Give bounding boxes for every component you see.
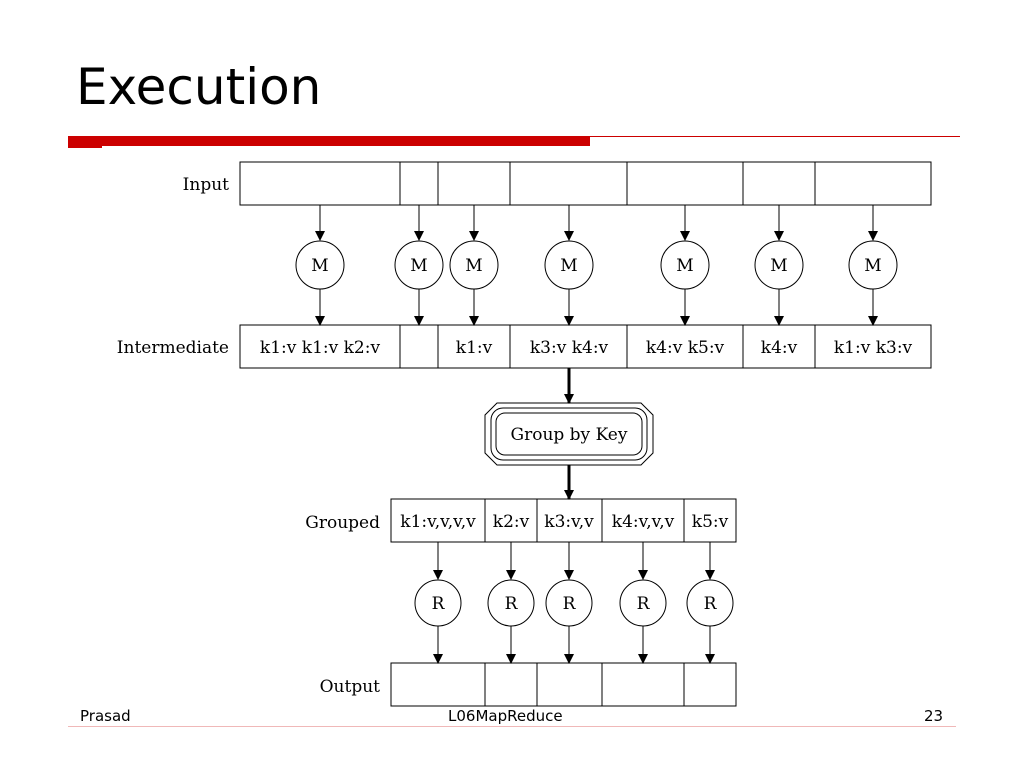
mapper-label: M bbox=[410, 256, 427, 276]
slide-title: Execution bbox=[76, 58, 322, 116]
intermediate-texts: k1:v k1:v k2:v k1:v k3:v k4:v k4:v k5:v … bbox=[260, 338, 913, 358]
footer-course: L06MapReduce bbox=[448, 707, 563, 725]
reducer-label: R bbox=[704, 594, 718, 614]
intermediate-cell-text: k1:v k1:v k2:v bbox=[260, 338, 381, 358]
intermediate-cell-text: k4:v bbox=[761, 338, 798, 358]
group-by-key-box bbox=[484, 402, 654, 466]
mapper-label: M bbox=[465, 256, 482, 276]
row-label-intermediate: Intermediate bbox=[117, 338, 229, 358]
input-cell bbox=[742, 161, 816, 206]
reducer-label: R bbox=[637, 594, 651, 614]
grouped-cell-text: k2:v bbox=[493, 512, 530, 532]
grouped-cell-text: k5:v bbox=[692, 512, 729, 532]
row-label-input: Input bbox=[183, 175, 229, 195]
group-by-key-label: Group by Key bbox=[511, 425, 628, 445]
input-cell bbox=[626, 161, 744, 206]
reducer-node: R bbox=[619, 579, 667, 627]
mapper-node: M bbox=[394, 240, 444, 290]
reducer-label: R bbox=[432, 594, 446, 614]
mapper-node: M bbox=[754, 240, 804, 290]
row-label-output: Output bbox=[320, 677, 381, 697]
reducers: R R R R R bbox=[414, 579, 734, 627]
output-cell bbox=[484, 662, 538, 707]
grouped-cell-text: k4:v,v,v bbox=[612, 512, 675, 532]
input-cell bbox=[509, 161, 628, 206]
footer-author: Prasad bbox=[80, 707, 131, 725]
output-cell bbox=[390, 662, 486, 707]
output-row bbox=[390, 662, 737, 707]
intermediate-row bbox=[239, 324, 932, 369]
input-cell bbox=[814, 161, 932, 206]
reducer-node: R bbox=[487, 579, 535, 627]
reducer-node: R bbox=[686, 579, 734, 627]
grouped-cell-text: k1:v,v,v,v bbox=[400, 512, 476, 532]
reducer-label: R bbox=[563, 594, 577, 614]
footer-page-number: 23 bbox=[924, 707, 944, 725]
reducer-node: R bbox=[414, 579, 462, 627]
mapper-label: M bbox=[676, 256, 693, 276]
footer-rule bbox=[68, 726, 956, 727]
input-row bbox=[239, 161, 932, 206]
output-cell bbox=[683, 662, 737, 707]
mappers: M M M M M M M bbox=[295, 240, 898, 290]
intermediate-cell-text: k1:v k3:v bbox=[834, 338, 913, 358]
title-accent-tick bbox=[68, 146, 102, 148]
mapper-node: M bbox=[848, 240, 898, 290]
mapper-node: M bbox=[295, 240, 345, 290]
mapper-node: M bbox=[449, 240, 499, 290]
intermediate-cell bbox=[814, 324, 932, 369]
title-accent-bar bbox=[68, 136, 590, 146]
output-cell bbox=[536, 662, 603, 707]
reducer-label: R bbox=[505, 594, 519, 614]
mapper-node: M bbox=[660, 240, 710, 290]
mapper-label: M bbox=[864, 256, 881, 276]
intermediate-cell-text: k1:v bbox=[456, 338, 493, 358]
input-cell bbox=[399, 161, 439, 206]
intermediate-cell-text: k3:v k4:v bbox=[530, 338, 609, 358]
mapper-to-intermediate-arrows bbox=[315, 289, 878, 326]
grouped-texts: k1:v,v,v,v k2:v k3:v,v k4:v,v,v k5:v bbox=[400, 512, 728, 532]
mapper-node: M bbox=[544, 240, 594, 290]
mapper-label: M bbox=[311, 256, 328, 276]
reducer-to-output-arrows bbox=[433, 626, 715, 664]
mapper-label: M bbox=[770, 256, 787, 276]
grouped-cell-text: k3:v,v bbox=[544, 512, 594, 532]
intermediate-cell-text: k4:v k5:v bbox=[646, 338, 725, 358]
mapper-label: M bbox=[560, 256, 577, 276]
reducer-node: R bbox=[545, 579, 593, 627]
grouped-to-reducer-arrows bbox=[433, 542, 715, 580]
input-to-mapper-arrows bbox=[315, 205, 878, 241]
row-label-grouped: Grouped bbox=[305, 513, 380, 533]
output-cell bbox=[601, 662, 685, 707]
input-cell bbox=[239, 161, 401, 206]
input-cell bbox=[437, 161, 511, 206]
intermediate-cell bbox=[399, 324, 439, 369]
